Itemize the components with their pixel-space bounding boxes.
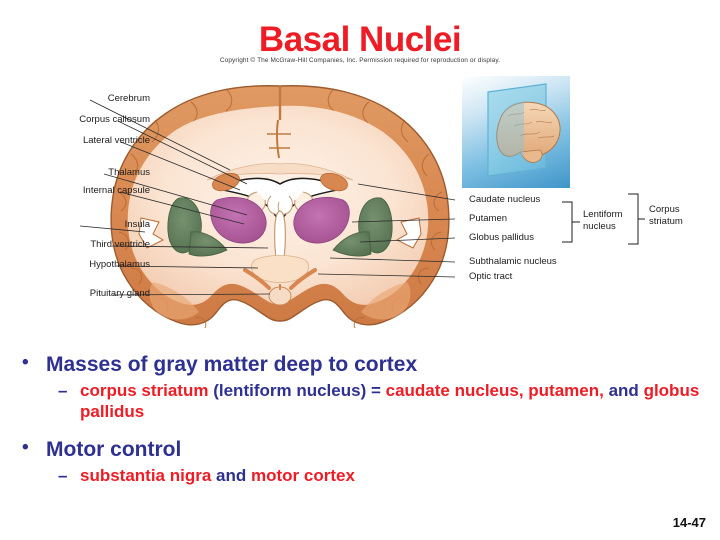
label-subthalamic-nucleus: Subthalamic nucleus (469, 256, 557, 267)
label-hypothalamus: Hypothalamus (89, 259, 150, 270)
temporal-lobe-left (149, 282, 199, 320)
inset-gyri (507, 109, 555, 139)
term-globus-pallidus: globus pallidus (80, 381, 700, 421)
label-lentiform-nucleus-line1: Lentiform (583, 209, 623, 220)
label-insula: Insula (124, 219, 150, 230)
term-caudate-nucleus-putamen: caudate nucleus, putamen, (385, 381, 604, 401)
subbullet-corpus-striatum: corpus striatum (lentiform nucleus) = ca… (58, 381, 700, 422)
right-label-group: Caudate nucleus Putamen Globus pallidus … (455, 72, 720, 347)
septum-right (277, 195, 293, 215)
inset-svg (487, 83, 561, 177)
label-internal-capsule: Internal capsule (82, 185, 150, 196)
grouping-brackets (562, 193, 645, 245)
label-corpus-callosum: Corpus callosum (79, 114, 150, 125)
brain-svg (110, 85, 450, 329)
bullet2-text: Motor control (46, 437, 182, 461)
bullet1-text: Masses of gray matter deep to cortex (46, 353, 418, 376)
subbullet-substantia-nigra: substantia nigra and motor cortex (58, 466, 700, 487)
label-putamen: Putamen (469, 213, 508, 224)
label-lateral-ventricle: Lateral ventricle (82, 135, 150, 146)
left-label-group: Cerebrum Corpus callosum Lateral ventric… (0, 72, 150, 347)
label-third-ventricle: Third ventricle (90, 239, 150, 250)
term-motor-cortex: motor cortex (251, 465, 355, 485)
label-pituitary-gland: Pituitary gland (89, 288, 150, 299)
label-corpus-striatum-line2: striatum (649, 216, 683, 227)
temporal-lobe-right (361, 282, 411, 320)
caudate-nucleus-left (212, 172, 240, 192)
term-substantia-nigra: substantia nigra (80, 465, 212, 485)
insula-left (138, 217, 165, 249)
putamen-right (293, 196, 350, 244)
optic-tract-right (289, 268, 317, 290)
midline-fissure-lower (275, 119, 280, 159)
slide-body: Masses of gray matter deep to cortex cor… (0, 351, 720, 487)
brain-plane-inset (462, 76, 570, 188)
cerebellum (519, 149, 543, 163)
corpus-callosum (206, 163, 354, 181)
bullet-motor-control: Motor control (18, 436, 720, 463)
connector-and-1: and (608, 381, 639, 401)
label-caudate-nucleus: Caudate nucleus (469, 194, 541, 205)
plane-overlay-shade (496, 101, 524, 157)
leader-lines (79, 99, 645, 296)
brain-figure: Cerebrum Corpus callosum Lateral ventric… (0, 72, 720, 347)
label-corpus-striatum-line1: Corpus (649, 204, 680, 215)
globus-pallidus-right-inner (332, 231, 372, 257)
connector-lentiform-nucleus: (lentiform nucleus) = (213, 381, 381, 401)
globus-pallidus-left-inner (188, 231, 228, 257)
bullet-masses-of-gray-matter: Masses of gray matter deep to cortex (18, 351, 720, 378)
label-optic-tract: Optic tract (469, 271, 513, 282)
optic-tract-left (243, 268, 271, 290)
connector-and-2: and (216, 465, 247, 485)
page-number: 14-47 (672, 515, 706, 530)
label-cerebrum: Cerebrum (107, 93, 150, 104)
term-corpus-striatum: corpus striatum (80, 381, 209, 401)
coronal-brain-section (95, 72, 465, 347)
page-title: Basal Nuclei (258, 20, 462, 59)
label-lentiform-nucleus-line2: nucleus (583, 221, 616, 232)
caudate-nucleus-right (320, 172, 348, 192)
label-thalamus: Thalamus (108, 167, 150, 178)
label-globus-pallidus: Globus pallidus (469, 232, 534, 243)
copyright-notice: Copyright © The McGraw-Hill Companies, I… (219, 57, 501, 64)
